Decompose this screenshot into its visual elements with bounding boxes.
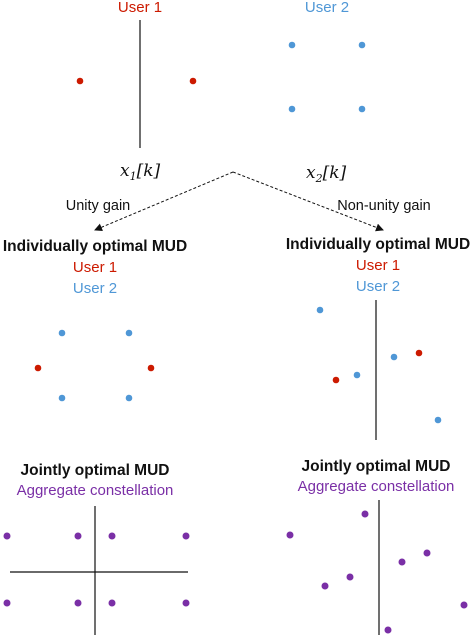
- user1-top-label: User 1: [118, 0, 162, 16]
- user2-constellation-point: [288, 105, 296, 113]
- left-user1-point: [147, 364, 155, 372]
- right-aggregate-point: [398, 558, 406, 566]
- left-user2-point: [58, 329, 66, 337]
- user1-constellation-point: [76, 77, 84, 85]
- left-aggregate-point: [3, 532, 11, 540]
- signal-x1-label: x1[k]: [120, 161, 161, 183]
- right-aggregate-point: [321, 582, 329, 590]
- right-aggregate-point: [286, 531, 294, 539]
- left-user1-point: [34, 364, 42, 372]
- right-user2-label: User 2: [356, 278, 400, 295]
- right-aggregate-point: [346, 573, 354, 581]
- left-user2-point: [125, 394, 133, 402]
- right-user1-point: [415, 349, 423, 357]
- right-user2-point: [316, 306, 324, 314]
- left-aggregate-point: [182, 532, 190, 540]
- user2-constellation-point: [288, 41, 296, 49]
- signal-x2-label: x2[k]: [306, 163, 347, 185]
- right-user2-point: [390, 353, 398, 361]
- left-individual-mud-title: Individually optimal MUD: [3, 238, 187, 255]
- user2-constellation-point: [358, 41, 366, 49]
- non-unity-gain-label: Non-unity gain: [337, 198, 431, 214]
- left-aggregate-point: [182, 599, 190, 607]
- left-user2-point: [125, 329, 133, 337]
- right-individual-mud-title: Individually optimal MUD: [286, 236, 470, 253]
- left-aggregate-point: [74, 599, 82, 607]
- user2-top-label: User 2: [305, 0, 349, 16]
- user2-constellation-point: [358, 105, 366, 113]
- right-aggregate-point: [460, 601, 468, 609]
- left-user1-label: User 1: [73, 259, 117, 276]
- left-user2-label: User 2: [73, 280, 117, 297]
- left-aggregate-point: [74, 532, 82, 540]
- left-aggregate-point: [108, 532, 116, 540]
- right-user2-point: [434, 416, 442, 424]
- right-joint-mud-title: Jointly optimal MUD: [302, 458, 451, 475]
- right-aggregate-point: [361, 510, 369, 518]
- left-joint-mud-title: Jointly optimal MUD: [21, 462, 170, 479]
- right-aggregate-label: Aggregate constellation: [298, 478, 455, 495]
- right-aggregate-point: [423, 549, 431, 557]
- right-aggregate-point: [384, 626, 392, 634]
- branch-arrow-right: [232, 171, 384, 232]
- unity-gain-label: Unity gain: [66, 198, 130, 214]
- right-user2-point: [353, 371, 361, 379]
- left-aggregate-point: [108, 599, 116, 607]
- left-aggregate-label: Aggregate constellation: [17, 482, 174, 499]
- right-user1-label: User 1: [356, 257, 400, 274]
- left-user2-point: [58, 394, 66, 402]
- user1-constellation-point: [189, 77, 197, 85]
- right-user1-point: [332, 376, 340, 384]
- left-aggregate-point: [3, 599, 11, 607]
